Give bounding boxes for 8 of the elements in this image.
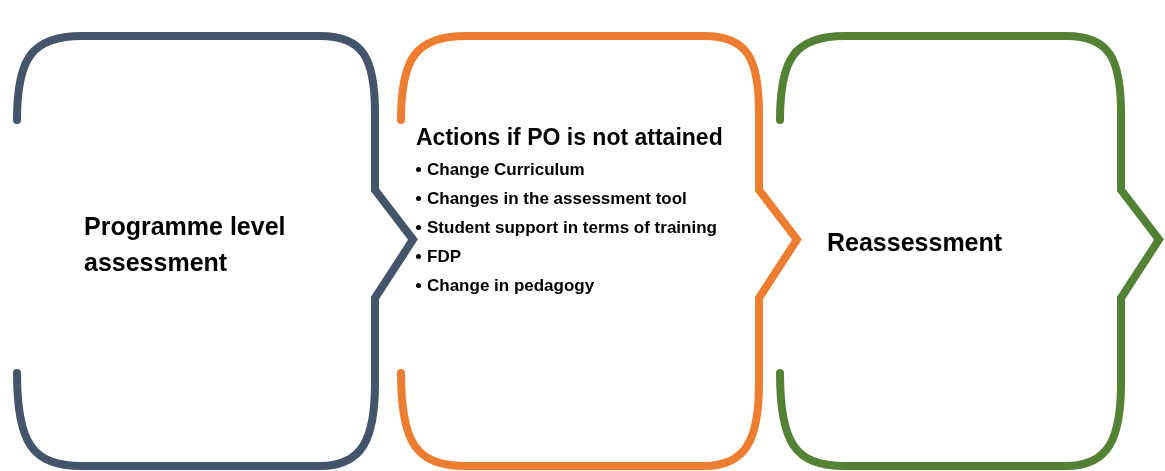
bullet-text: Change Curriculum [427, 159, 585, 181]
stage-label: Reassessment [827, 227, 1004, 258]
bullet-text: Changes in the assessment tool [427, 187, 687, 210]
bullet-text: FDP [427, 245, 461, 268]
bullet-text: Student support in terms of training [427, 216, 717, 239]
bullet-text: Change in pedagogy [427, 274, 595, 297]
stage-label: Programme level assessment [84, 211, 287, 279]
heading: Actions if PO is not attained [416, 124, 724, 151]
